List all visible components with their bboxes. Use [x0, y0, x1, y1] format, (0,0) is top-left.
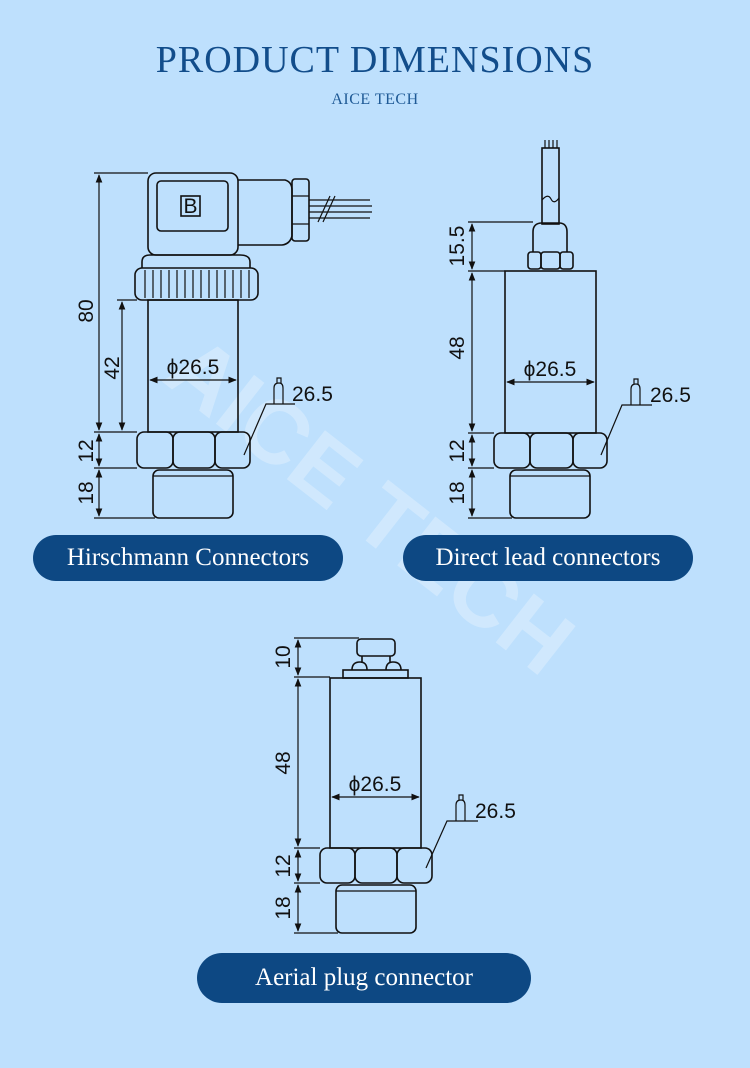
dim-hex: 12 [272, 854, 295, 877]
body [329, 677, 422, 849]
hex-nut [493, 432, 608, 469]
dim-thread: 18 [272, 896, 295, 919]
connector-side [238, 179, 293, 246]
drawing-direct-lead: 15.5 48 12 18 ϕ26.5 26.5 [446, 140, 691, 519]
body [504, 270, 597, 434]
plug-base [342, 669, 409, 679]
dim-diameter: ϕ26.5 [524, 358, 577, 381]
dim-total: 80 [75, 299, 98, 322]
neck [141, 254, 251, 268]
plug-cap [356, 638, 396, 657]
cable-cap [532, 222, 568, 252]
plug-pins [351, 656, 402, 671]
hex-nut [319, 847, 433, 884]
cable [541, 147, 560, 225]
drawing-hirschmann: B 80 42 12 18 ϕ26.5 26.5 [75, 172, 372, 519]
connector-window [156, 180, 229, 232]
dim-top: 15.5 [446, 226, 469, 267]
hex-nut [136, 431, 251, 469]
brand-subtitle: AICE TECH [331, 91, 419, 108]
dim-thread-size: 26.5 [475, 800, 516, 823]
dim-thread-size: 26.5 [650, 384, 691, 407]
lead-nut [527, 251, 574, 270]
page-title: PRODUCT DIMENSIONS [155, 39, 595, 81]
thread-symbol-icon [243, 377, 295, 456]
thread [509, 469, 591, 519]
thread [152, 469, 234, 519]
cable-gland [291, 178, 310, 242]
thread-symbol-icon [425, 794, 478, 869]
thread-symbol-icon [600, 378, 652, 456]
connector-mark-box [180, 195, 201, 217]
label-direct-lead: Direct lead connectors [403, 535, 693, 581]
cable-wires [309, 199, 372, 219]
dim-thread: 18 [75, 481, 98, 504]
dim-diameter: ϕ26.5 [167, 356, 220, 379]
dim-top: 10 [272, 645, 295, 668]
dim-body: 48 [446, 336, 469, 359]
label-hirschmann: Hirschmann Connectors [33, 535, 343, 581]
drawing-aerial-plug: 10 48 12 18 ϕ26.5 26.5 [272, 637, 516, 934]
label-aerial-plug: Aerial plug connector [197, 953, 531, 1003]
dim-body: 42 [101, 356, 124, 379]
dim-hex: 12 [446, 439, 469, 462]
thread [335, 884, 417, 934]
dim-diameter: ϕ26.5 [349, 773, 402, 796]
dim-thread-size: 26.5 [292, 383, 333, 406]
dim-thread: 18 [446, 481, 469, 504]
dim-hex: 12 [75, 439, 98, 462]
connector-mark: B [183, 195, 197, 218]
dim-body: 48 [272, 751, 295, 774]
